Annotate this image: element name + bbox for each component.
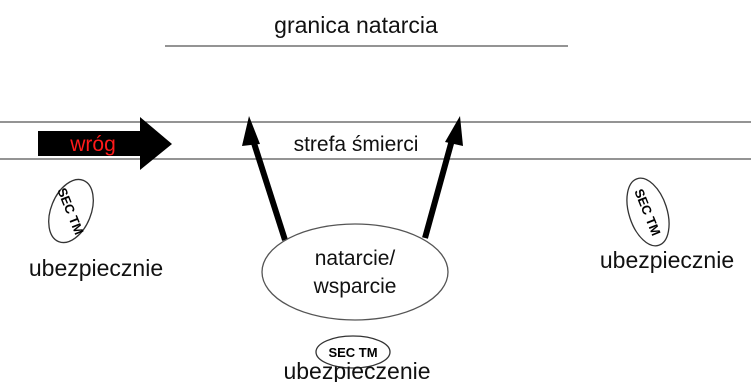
assault-support-ellipse — [261, 223, 449, 321]
right-fire-arrow-head — [445, 116, 463, 146]
left-security-team: SEC TM — [48, 178, 94, 244]
bottom-security-team: SEC TM — [315, 335, 391, 369]
bottom-security-team-badge: SEC TM — [328, 345, 377, 360]
bottom-security-team-ellipse — [315, 335, 391, 369]
right-security-team-ellipse — [626, 177, 670, 247]
right-fire-arrow-shaft — [422, 139, 455, 239]
kill-zone-label: strefa śmierci — [294, 133, 419, 156]
assault-label-line2: wsparcie — [313, 275, 397, 298]
enemy-direction-arrow — [38, 117, 172, 170]
enemy-label: wróg — [69, 133, 116, 156]
limit-of-advance-label: granica natarcia — [274, 12, 438, 38]
left-security-team-ellipse — [48, 178, 94, 244]
left-security-label: ubezpiecznie — [29, 255, 163, 281]
bottom-security-label: ubezpieczenie — [283, 358, 430, 382]
right-security-label: ubezpiecznie — [600, 247, 734, 273]
assault-label-line1: natarcie/ — [315, 247, 396, 270]
left-fire-arrow-shaft — [250, 139, 288, 241]
left-fire-arrow-head — [242, 116, 260, 146]
right-security-team: SEC TM — [626, 177, 670, 247]
